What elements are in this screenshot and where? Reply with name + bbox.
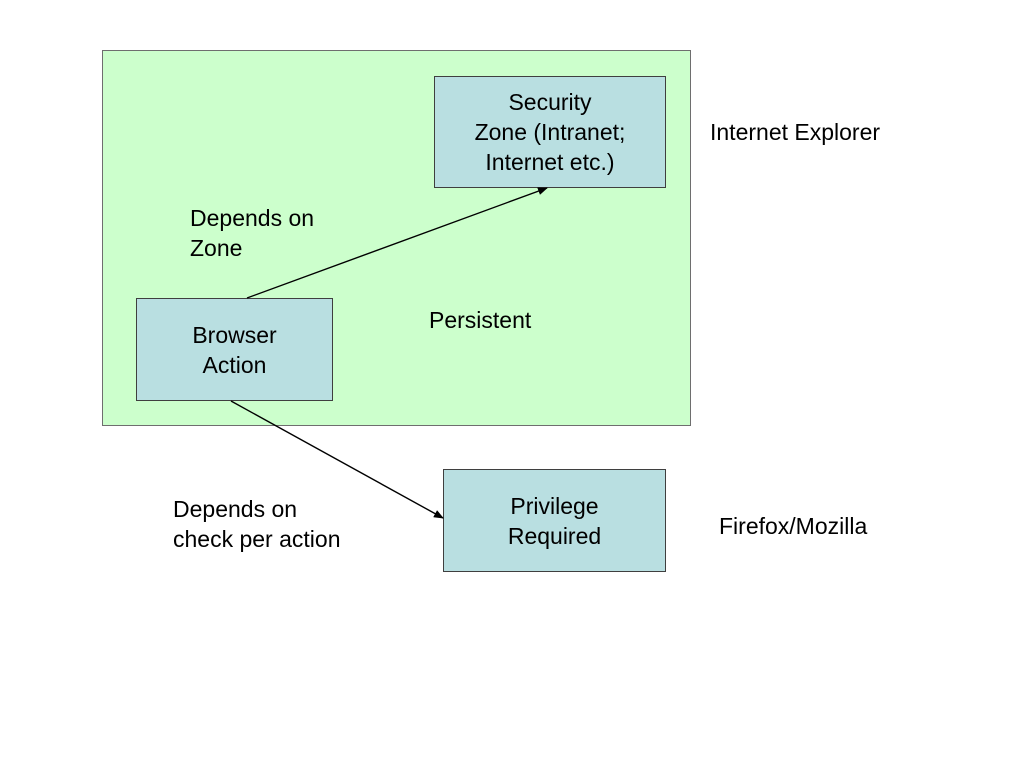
depends-on-zone-label: Depends on Zone: [190, 205, 315, 261]
persistent-label: Persistent: [429, 307, 532, 333]
internet-explorer-label: Internet Explorer: [710, 119, 881, 145]
firefox-mozilla-label: Firefox/Mozilla: [719, 513, 868, 539]
privilege-required-node: Privilege Required: [443, 469, 666, 572]
security-zone-node: Security Zone (Intranet; Internet etc.): [434, 76, 666, 188]
depends-on-check-label: Depends on check per action: [173, 496, 341, 552]
browser-action-node: Browser Action: [136, 298, 333, 401]
